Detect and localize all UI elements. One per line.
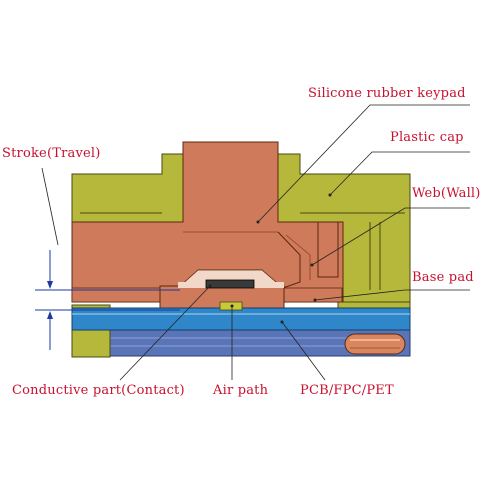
plastic-cap [71, 153, 184, 223]
label-plastic-cap: Plastic cap [390, 130, 464, 145]
label-conductive-part: Conductive part(Contact) [12, 383, 185, 398]
conductive-contact [205, 279, 255, 289]
label-base-pad: Base pad [412, 270, 474, 285]
label-stroke-travel: Stroke(Travel) [2, 146, 101, 161]
label-web-wall: Web(Wall) [412, 186, 481, 201]
label-pcb: PCB/FPC/PET [300, 383, 394, 398]
spring-element [344, 333, 406, 355]
label-air-path: Air path [213, 383, 269, 398]
pcb-layer [71, 307, 411, 331]
label-silicone-rubber-keypad: Silicone rubber keypad [308, 86, 466, 101]
web-wall [277, 231, 301, 289]
